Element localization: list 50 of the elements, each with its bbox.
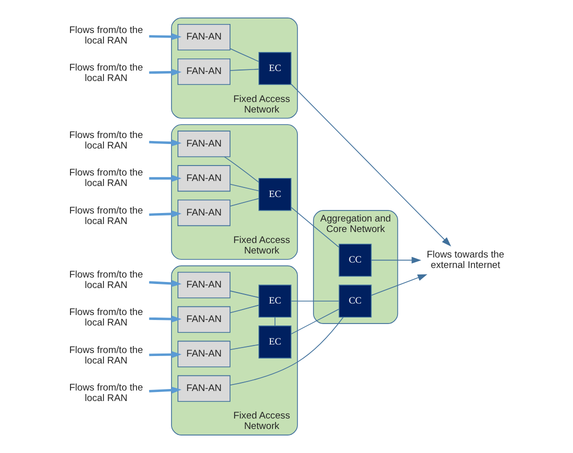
connector — [229, 344, 259, 350]
arrow — [290, 84, 451, 246]
node-box: EC — [258, 284, 291, 318]
arrow — [148, 33, 182, 40]
node-text: Flows from/to the local RAN — [68, 168, 142, 190]
arrow — [148, 68, 182, 76]
node-box: FAN-AN — [177, 58, 230, 85]
node-text: Flows from/to the local RAN — [68, 24, 142, 46]
node-text: Flows from/to the local RAN — [68, 270, 142, 291]
node-text: Flows from/to the local RAN — [68, 130, 142, 152]
node-box: FAN-AN — [177, 130, 230, 158]
node-box: FAN-AN — [177, 340, 230, 368]
node-box: FAN-AN — [177, 272, 230, 298]
node-text: Flows from/to the local RAN — [68, 205, 142, 227]
arrow — [148, 280, 182, 287]
connector — [274, 316, 275, 326]
connector — [224, 156, 259, 183]
node-box: FAN-AN — [177, 306, 230, 333]
node-text: Flows from/to the local RAN — [68, 307, 142, 329]
node-text: Flows from/to the local RAN — [68, 62, 142, 84]
arrow — [148, 386, 182, 394]
arrow — [148, 175, 182, 182]
connector — [229, 316, 344, 386]
connector — [229, 198, 259, 206]
node-box: FAN-AN — [177, 165, 230, 192]
connector — [229, 184, 259, 192]
node-box: EC — [258, 326, 291, 358]
node-box: FAN-AN — [177, 375, 230, 402]
arrow — [148, 139, 182, 146]
arrow — [148, 316, 182, 322]
arrow — [148, 210, 182, 218]
connector — [229, 290, 259, 298]
node-text: Flows from/to the local RAN — [68, 344, 142, 366]
node-box: EC — [258, 52, 291, 85]
connector — [229, 48, 259, 62]
connector — [290, 207, 339, 248]
node-box: CC — [338, 244, 372, 277]
arrow — [148, 351, 182, 358]
connector — [229, 304, 259, 314]
node-box: FAN-AN — [177, 200, 230, 226]
node-text: Flows from/to the local RAN — [68, 382, 142, 404]
connector — [290, 300, 339, 302]
connector — [290, 308, 339, 334]
node-box: CC — [338, 284, 372, 318]
arrow — [370, 256, 421, 264]
node-box: FAN-AN — [177, 24, 230, 50]
node-box: EC — [258, 178, 291, 211]
node-text: Flows towards the external Internet — [426, 249, 504, 271]
arrow — [370, 274, 427, 296]
connector — [229, 68, 259, 71]
